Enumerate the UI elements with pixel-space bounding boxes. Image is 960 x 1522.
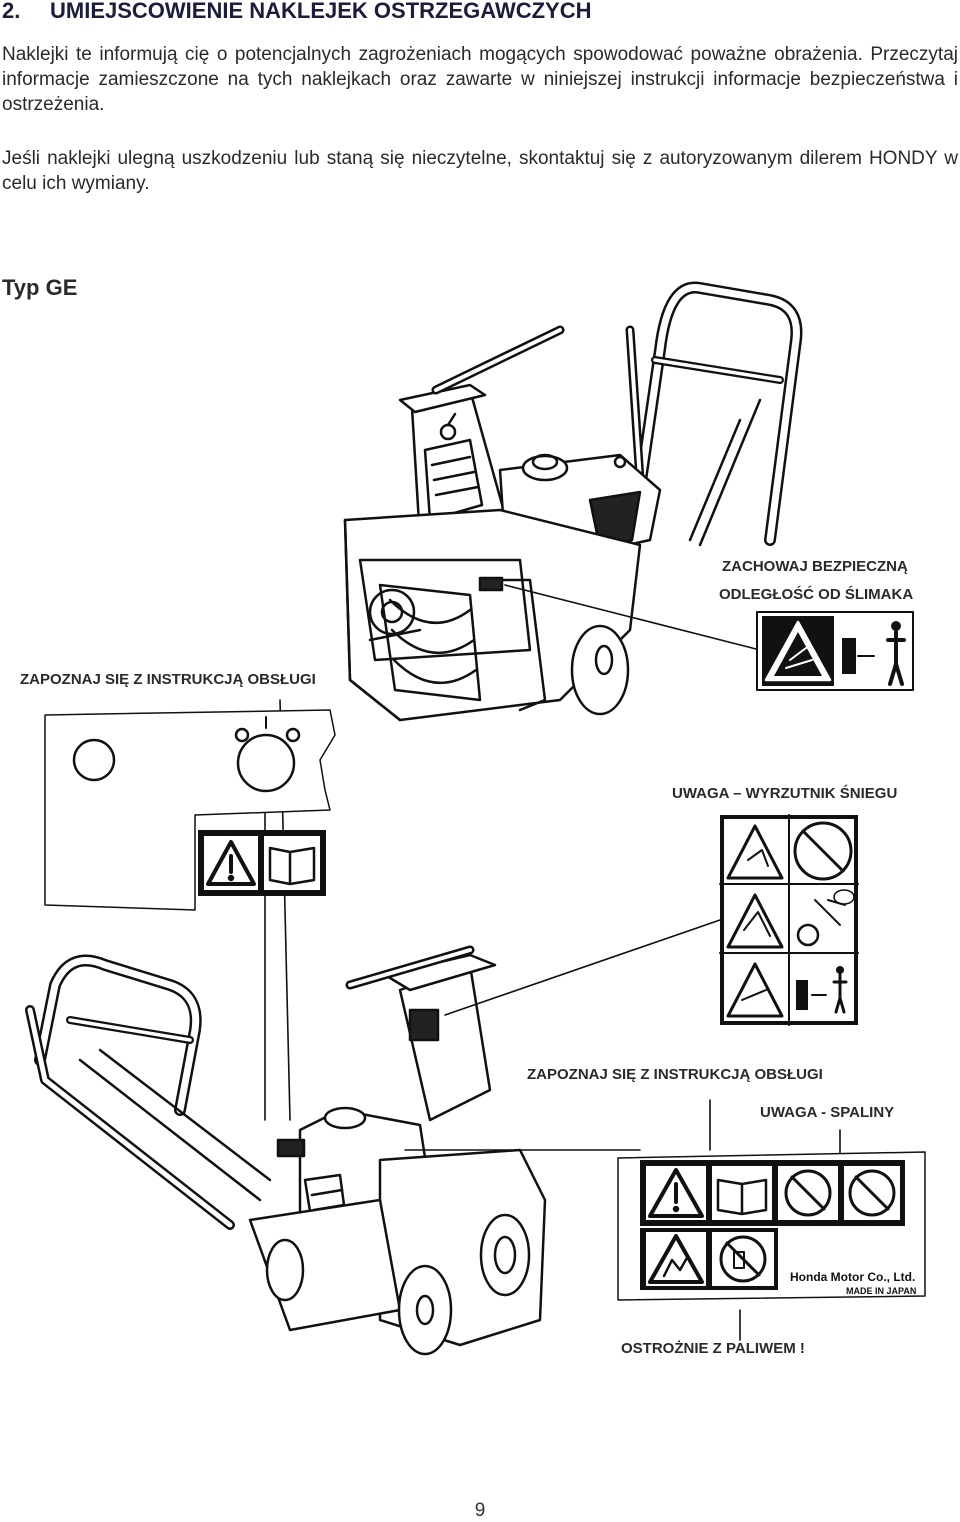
auger-warning-label-line2: ODLEGŁOŚĆ OD ŚLIMAKA <box>719 586 914 603</box>
section-heading: 2. UMIEJSCOWIENIE NAKLEJEK OSTRZEGAWCZYCH <box>0 0 960 28</box>
read-manual-label-right: ZAPOZNAJ SIĘ Z INSTRUKCJĄ OBSŁUGI <box>527 1066 823 1083</box>
replacement-paragraph: Jeśli naklejki ulegną uszkodzeniu lub st… <box>2 148 958 194</box>
engine-decal <box>617 1151 926 1301</box>
exhaust-warning-label: UWAGA - SPALINY <box>760 1104 895 1121</box>
fuel-warning-label: OSTROŻNIE Z PALIWEM ! <box>621 1340 805 1357</box>
page-number: 9 <box>474 1500 486 1521</box>
auger-warning-label-line1: ZACHOWAJ BEZPIECZNĄ <box>722 558 908 575</box>
made-in-stamp: MADE IN JAPAN <box>846 1286 916 1296</box>
section-number: 2. <box>2 0 21 23</box>
auger-decal <box>756 611 914 691</box>
model-type-heading: Typ GE <box>2 275 78 300</box>
read-manual-label-left: ZAPOZNAJ SIĘ Z INSTRUKCJĄ OBSŁUGI <box>20 671 316 688</box>
section-title: UMIEJSCOWIENIE NAKLEJEK OSTRZEGAWCZYCH <box>50 0 592 23</box>
top-snowblower-drawing <box>343 281 803 722</box>
maker-name-stamp: Honda Motor Co., Ltd. <box>790 1270 915 1284</box>
chute-decal <box>719 814 859 1026</box>
bottom-snowblower-drawing <box>25 945 547 1356</box>
intro-paragraph: Naklejki te informują cię o potencjalnyc… <box>2 44 958 115</box>
chute-warning-label: UWAGA – WYRZUTNIK ŚNIEGU <box>672 785 898 802</box>
control-panel-decal <box>44 709 336 911</box>
